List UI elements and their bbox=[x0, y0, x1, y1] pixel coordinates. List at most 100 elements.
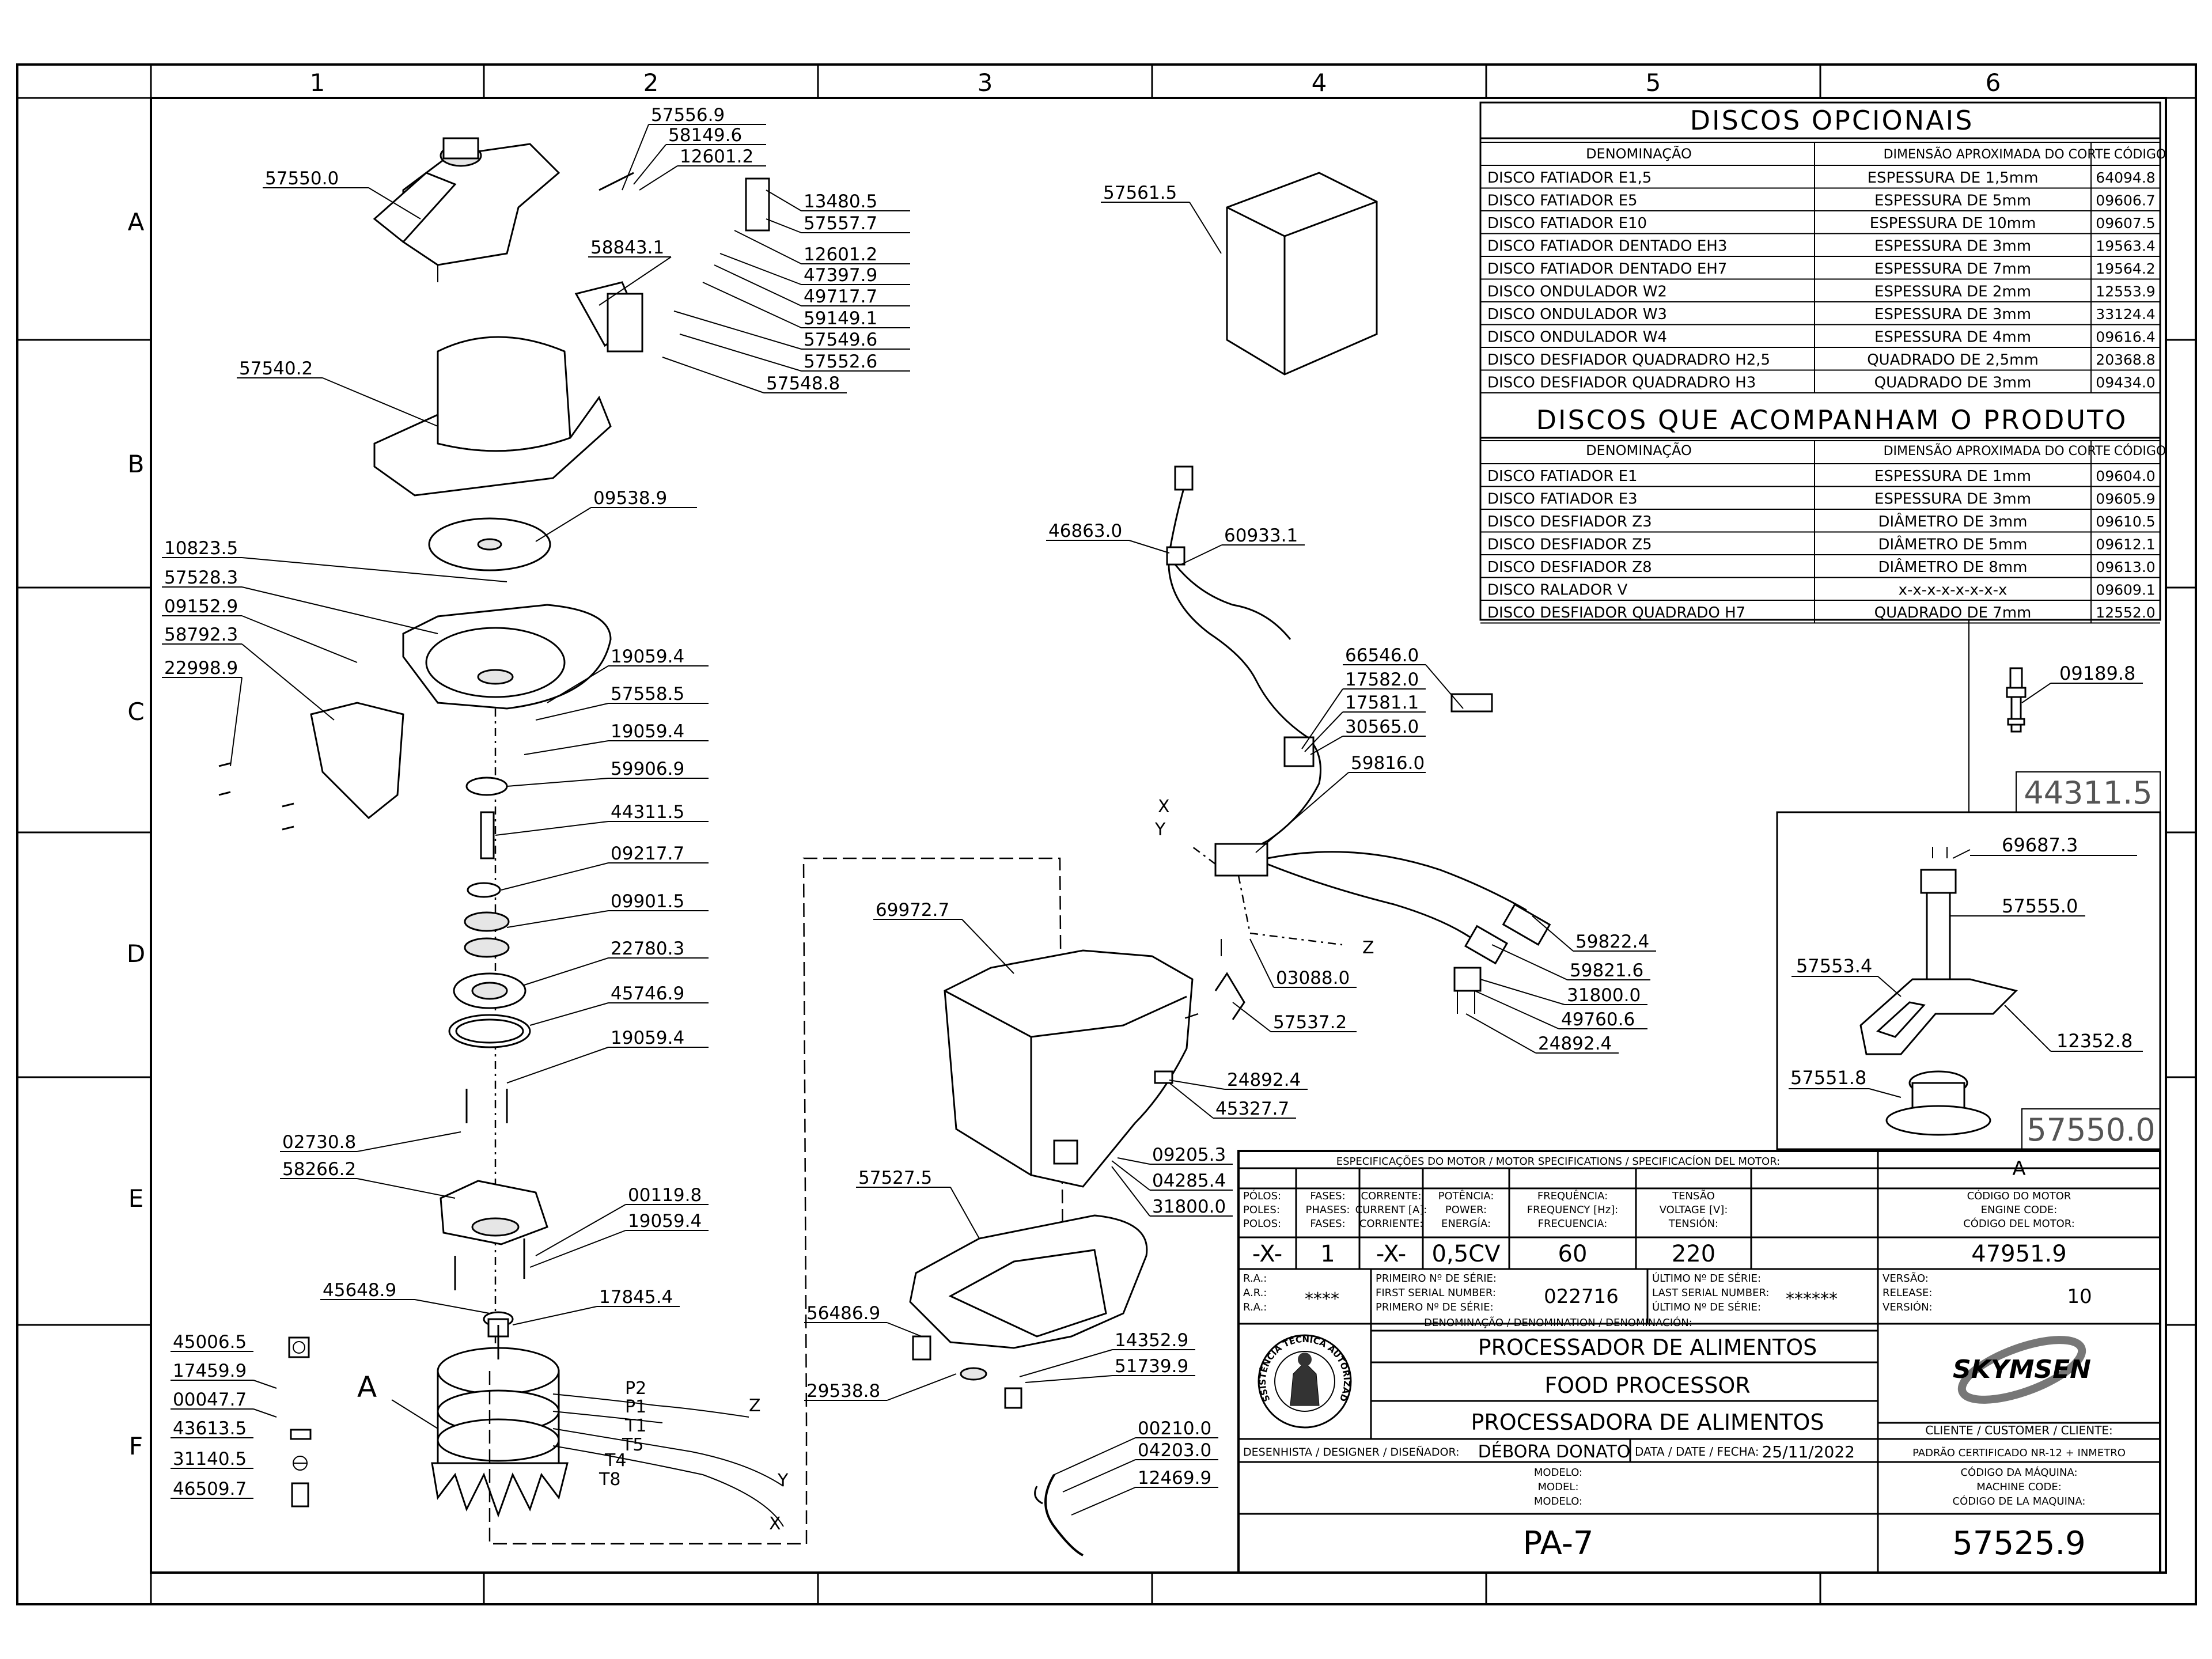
part-number: 31140.5 bbox=[173, 1449, 247, 1469]
brand-name: SKYMSEN bbox=[1953, 1355, 2091, 1384]
spec-value: -X- bbox=[1376, 1241, 1406, 1267]
part-callout: 24892.4 bbox=[1465, 1013, 1619, 1054]
table-row: DISCO FATIADOR E3 ESPESSURA DE 3mm 09605.9 bbox=[1480, 486, 2160, 508]
part-number: 17845.4 bbox=[599, 1287, 673, 1308]
part-number: 57550.0 bbox=[265, 168, 339, 189]
disc-code: 09616.4 bbox=[2096, 329, 2155, 346]
wire-label: T1 bbox=[624, 1416, 646, 1436]
part-number: 45327.7 bbox=[1215, 1099, 1289, 1119]
part-callout: 43613.5 bbox=[171, 1418, 253, 1439]
designer-name: DÉBORA DONATO bbox=[1478, 1441, 1631, 1462]
spec-label: POTÊNCIA: bbox=[1438, 1190, 1494, 1202]
part-number: 24892.4 bbox=[1538, 1033, 1612, 1054]
part-callout: 49760.6 bbox=[1474, 990, 1647, 1030]
part-number: 09538.9 bbox=[593, 488, 667, 509]
part-callout: 19059.4 bbox=[524, 721, 709, 755]
disc-cut-size: DIÂMETRO DE 3mm bbox=[1878, 512, 2028, 531]
table-header: DIMENSÃO APROXIMADA DO CORTE bbox=[1884, 146, 2111, 162]
part-callout: 49717.7 bbox=[714, 264, 910, 307]
disc-cut-size: ESPESSURA DE 2mm bbox=[1874, 283, 2031, 301]
part-number: 57556.9 bbox=[651, 105, 725, 126]
disc-code: 33124.4 bbox=[2096, 306, 2155, 323]
part-number: 09152.9 bbox=[164, 596, 238, 617]
engine-code-label: ENGINE CODE: bbox=[1981, 1204, 2058, 1216]
disc-cut-size: DIÂMETRO DE 5mm bbox=[1878, 535, 2028, 554]
part-callout: 00047.7 bbox=[171, 1389, 277, 1418]
spec-value: 0,5CV bbox=[1432, 1241, 1501, 1267]
spec-label: TENSÃO bbox=[1672, 1190, 1715, 1202]
drawing-frame: 1 2 3 4 5 6 A B C D E F bbox=[16, 63, 2197, 1605]
part-callout: 58792.3 bbox=[162, 624, 335, 721]
part-number: 57548.8 bbox=[766, 373, 840, 394]
discos-acompanham-table: DISCOS QUE ACOMPANHAM O PRODUTO DENOMINA… bbox=[1480, 404, 2166, 624]
part-number: 31800.0 bbox=[1567, 985, 1641, 1006]
part-number: 58792.3 bbox=[164, 624, 238, 645]
disc-name: DISCO DESFIADOR QUADRADO H7 bbox=[1487, 604, 1745, 622]
wire-label: P1 bbox=[625, 1397, 646, 1417]
model-label: MODELO: bbox=[1534, 1467, 1582, 1479]
wire-label: Z bbox=[1362, 938, 1374, 958]
wire-label: T8 bbox=[599, 1469, 620, 1490]
disc-code: 19564.2 bbox=[2096, 260, 2155, 277]
part-number: 19059.4 bbox=[628, 1211, 702, 1232]
part-callout: 00119.8 bbox=[535, 1185, 709, 1256]
table-header: CÓDIGO bbox=[2114, 147, 2166, 162]
disc-name: DISCO DESFIADOR Z5 bbox=[1487, 536, 1652, 554]
part-callout: 44311.5 bbox=[495, 802, 709, 836]
part-callout: 19059.4 bbox=[529, 1211, 709, 1268]
part-number: 12601.2 bbox=[804, 244, 877, 265]
disc-code: 12552.0 bbox=[2096, 604, 2155, 621]
part-number: 57557.7 bbox=[804, 213, 877, 234]
disc-name: DISCO ONDULADOR W4 bbox=[1487, 329, 1667, 346]
spec-label: CORRENTE: bbox=[1361, 1190, 1421, 1202]
part-callout: 13480.5 bbox=[766, 190, 910, 212]
part-callout: 09901.5 bbox=[506, 891, 709, 928]
disc-code: 09605.9 bbox=[2096, 491, 2155, 507]
table-row: DISCO DESFIADOR Z5 DIÂMETRO DE 5mm 09612.1 bbox=[1480, 531, 2160, 554]
spec-label: PHASES: bbox=[1306, 1204, 1350, 1216]
part-number: 49760.6 bbox=[1561, 1009, 1635, 1030]
disc-cut-size: ESPESSURA DE 3mm bbox=[1874, 491, 2031, 508]
part-number: 00210.0 bbox=[1138, 1418, 1211, 1439]
part-callout: 57548.8 bbox=[662, 357, 847, 394]
row-label: E bbox=[128, 1184, 144, 1213]
wire-label: Y bbox=[777, 1471, 789, 1491]
part-callout: 60933.1 bbox=[1180, 525, 1305, 565]
part-number: 59816.0 bbox=[1351, 753, 1425, 774]
disc-name: DISCO RALADOR V bbox=[1487, 582, 1628, 599]
part-callout: 59906.9 bbox=[506, 759, 709, 787]
table-header: CÓDIGO bbox=[2114, 444, 2166, 459]
wire-label: X bbox=[769, 1514, 781, 1534]
part-number: 57540.2 bbox=[239, 358, 313, 379]
part-callout: 57552.6 bbox=[679, 334, 910, 372]
part-callout: 57528.3 bbox=[162, 567, 438, 634]
table-header: DENOMINAÇÃO bbox=[1586, 441, 1692, 459]
part-number: 51739.9 bbox=[1115, 1356, 1188, 1377]
model-label: MODEL: bbox=[1537, 1481, 1578, 1493]
product-name-pt: PROCESSADOR DE ALIMENTOS bbox=[1478, 1335, 1817, 1360]
denomination-label: DENOMINAÇÃO / DENOMINATION / DENOMINACIÓ… bbox=[1424, 1316, 1692, 1329]
part-number: 09217.7 bbox=[611, 843, 684, 864]
version-value: 10 bbox=[2067, 1285, 2092, 1308]
part-callout: 45327.7 bbox=[1169, 1082, 1296, 1119]
part-number: 30565.0 bbox=[1345, 717, 1419, 737]
disc-name: DISCO FATIADOR E3 bbox=[1487, 491, 1638, 508]
spec-value: 60 bbox=[1558, 1241, 1588, 1267]
part-callout: 10823.5 bbox=[162, 538, 507, 582]
disc-code: 09612.1 bbox=[2096, 536, 2155, 553]
part-callout: 58149.6 bbox=[633, 125, 766, 185]
model-label: MODELO: bbox=[1534, 1495, 1582, 1508]
wire-label: P2 bbox=[625, 1378, 646, 1399]
disc-name: DISCO FATIADOR E1,5 bbox=[1487, 169, 1652, 187]
exploded-view-center bbox=[909, 172, 1378, 1556]
disc-cut-size: ESPESSURA DE 10mm bbox=[1870, 215, 2036, 232]
part-callout: 57540.2 bbox=[237, 358, 438, 427]
disc-code: 20368.8 bbox=[2096, 351, 2155, 368]
part-callout: 00210.0 bbox=[1054, 1418, 1218, 1475]
